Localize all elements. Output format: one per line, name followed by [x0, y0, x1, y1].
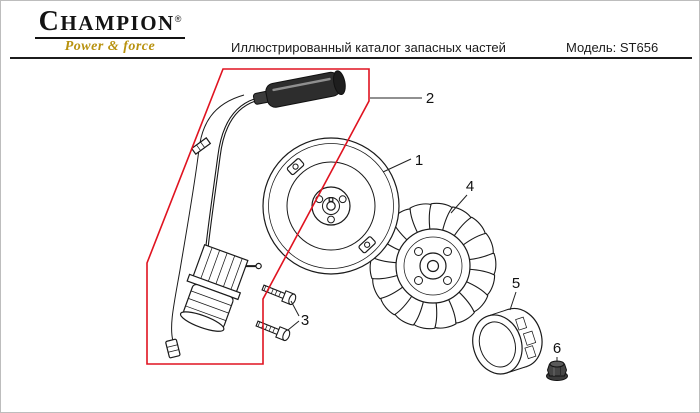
red-highlight-outline [146, 68, 370, 365]
wire-connector [165, 338, 181, 359]
wire-clip [190, 137, 212, 155]
flywheel-magnet-tab [358, 236, 376, 254]
flywheel-magnet-tab [286, 158, 305, 176]
callout-3: 3 [301, 312, 309, 329]
callout-leader-3 [287, 300, 300, 331]
callout-2: 2 [426, 90, 434, 107]
brand-row: CHAMPION® [31, 8, 189, 36]
callout-1: 1 [415, 152, 423, 169]
spark-plug-cap [252, 70, 346, 108]
registered-mark-icon: ® [174, 14, 182, 24]
callout-leader-1 [382, 158, 412, 173]
parts-diagram: 1 2 3 4 5 6 [146, 68, 568, 381]
callout-leader-5 [509, 291, 517, 311]
ignition-lead-wire [205, 98, 257, 249]
callout-6: 6 [553, 340, 561, 357]
cup-slot [522, 330, 537, 346]
flange-nut [546, 360, 568, 381]
keyway [328, 197, 334, 203]
cup-slot [524, 345, 537, 360]
brand-tagline: Power & force [64, 39, 156, 54]
bolt [254, 317, 292, 343]
kill-switch-wire [165, 94, 245, 359]
fan-wheel [368, 201, 498, 331]
logo-divider [35, 37, 185, 39]
champion-logo: CHAMPION® Power & force [31, 8, 189, 54]
callout-leader-4 [450, 194, 468, 214]
header-divider [10, 57, 692, 59]
callout-4: 4 [466, 178, 474, 195]
ignition-coil [179, 243, 262, 332]
cup-slot [515, 316, 528, 331]
model-label: Модель: ST656 [566, 40, 659, 55]
page-title: Иллюстрированный каталог запасных частей [231, 40, 506, 55]
flywheel [262, 137, 400, 275]
brand-name: CHAMPION [38, 6, 175, 37]
coil-screw [255, 262, 262, 270]
starter-cup [472, 307, 543, 375]
callout-5: 5 [512, 275, 520, 292]
